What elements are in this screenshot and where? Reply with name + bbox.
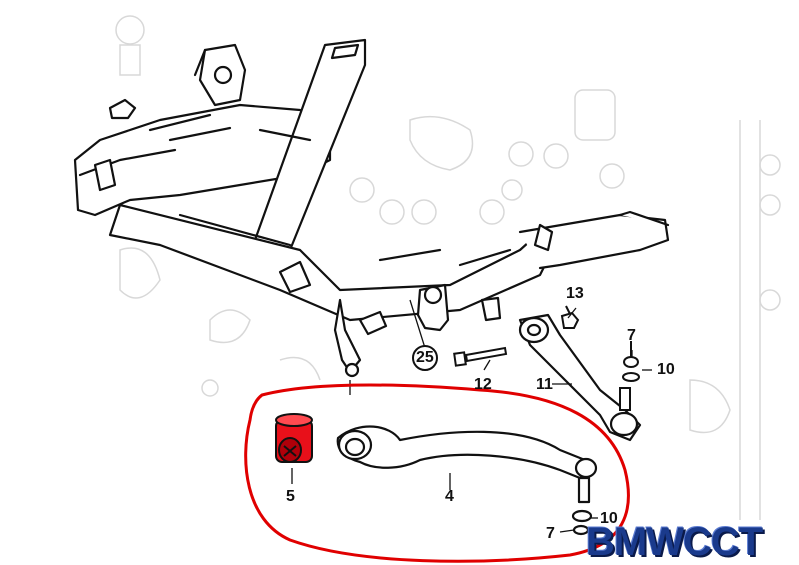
ball-joint-hardware-upper bbox=[619, 341, 640, 411]
callout-10-lower: 10 bbox=[600, 510, 618, 527]
callout-11: 11 bbox=[536, 376, 553, 393]
control-arm-4 bbox=[336, 425, 598, 536]
highlight-outline bbox=[244, 383, 630, 563]
leader-lines bbox=[291, 299, 652, 533]
callout-7-lower: 7 bbox=[546, 525, 555, 542]
callout-7-upper: 7 bbox=[627, 327, 636, 344]
bolt-12 bbox=[453, 346, 508, 367]
front-subframe bbox=[73, 38, 670, 378]
callout-12: 12 bbox=[474, 376, 492, 393]
callout-13: 13 bbox=[566, 285, 584, 302]
watermark-logo: BMWCCT bbox=[586, 520, 763, 564]
callout-25: 25 bbox=[416, 349, 434, 366]
callout-25-circle bbox=[412, 345, 438, 371]
callout-10-upper: 10 bbox=[657, 361, 675, 378]
background-ghost-parts bbox=[115, 15, 781, 520]
control-arm-11 bbox=[518, 313, 642, 442]
callout-5: 5 bbox=[286, 488, 295, 505]
bushing-5 bbox=[275, 413, 313, 463]
nut-13 bbox=[560, 305, 580, 329]
callout-4: 4 bbox=[445, 488, 454, 505]
